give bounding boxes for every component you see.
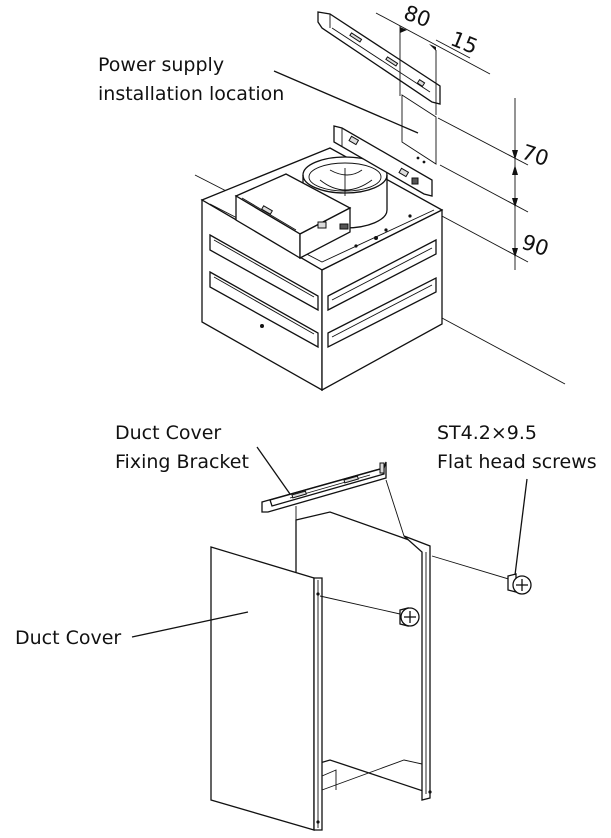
top-mounting-bracket <box>317 11 441 105</box>
duct-cover-leader <box>131 611 249 638</box>
dimension-lines <box>375 12 529 270</box>
fixing-bracket-label-line2: Fixing Bracket <box>115 451 249 473</box>
duct-cover-label: Duct Cover <box>15 627 121 649</box>
dimension-90: 90 <box>519 230 552 261</box>
bottom-illustration <box>131 446 532 831</box>
screws-label-line2: Flat head screws <box>437 451 597 473</box>
dimension-80: 80 <box>401 1 434 33</box>
fixing-bracket <box>261 461 387 513</box>
bracket-leader <box>256 446 291 495</box>
power-supply-label-line2: installation location <box>98 83 284 105</box>
screws-leader <box>514 478 528 576</box>
top-illustration <box>194 11 566 392</box>
fan-box <box>200 125 444 392</box>
power-supply-location-box <box>401 94 437 165</box>
duct-cover <box>210 511 432 831</box>
power-supply-label-line1: Power supply <box>98 54 224 76</box>
screws-label-line1: ST4.2×9.5 <box>437 422 537 444</box>
fixing-bracket-label-line1: Duct Cover <box>115 422 221 444</box>
dimension-70: 70 <box>519 140 552 171</box>
power-supply-leader <box>273 70 419 134</box>
screw-front <box>319 595 420 627</box>
screw-side <box>431 555 532 595</box>
